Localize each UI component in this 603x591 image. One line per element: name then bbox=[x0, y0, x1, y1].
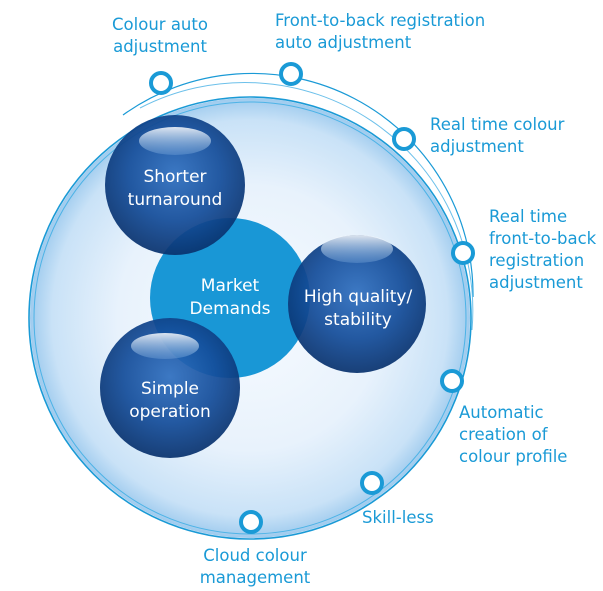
feature-node-automatic-profile bbox=[440, 369, 464, 393]
feature-label-colour-auto: Colour auto adjustment bbox=[112, 15, 208, 56]
shorter-turnaround-label: Shorter turnaround bbox=[127, 167, 223, 210]
market-demands-label: Market Demands bbox=[189, 276, 271, 319]
feature-node-front-to-back bbox=[279, 62, 303, 86]
feature-node-real-time-registration bbox=[451, 241, 475, 265]
feature-node-skill-less bbox=[360, 471, 384, 495]
feature-label-cloud-colour: Cloud colour management bbox=[199, 546, 311, 587]
feature-label-automatic-profile: Automatic creation of colour profile bbox=[459, 403, 568, 466]
simple-operation-label: Simple operation bbox=[129, 379, 211, 422]
feature-label-real-time-colour: Real time colour adjustment bbox=[430, 115, 565, 156]
feature-label-front-to-back: Front-to-back registration auto adjustme… bbox=[275, 11, 486, 52]
feature-label-real-time-registration: Real time front-to-back registration adj… bbox=[489, 207, 597, 292]
bubble-high-quality bbox=[288, 235, 426, 373]
high-quality-label: High quality/ stability bbox=[303, 287, 413, 330]
feature-node-real-time-colour bbox=[392, 127, 416, 151]
bubble-shorter-turnaround bbox=[105, 115, 245, 255]
bubble-simple-operation bbox=[100, 318, 240, 458]
feature-node-cloud-colour bbox=[239, 510, 263, 534]
feature-label-skill-less: Skill-less bbox=[362, 508, 434, 527]
feature-node-colour-auto bbox=[149, 71, 173, 95]
